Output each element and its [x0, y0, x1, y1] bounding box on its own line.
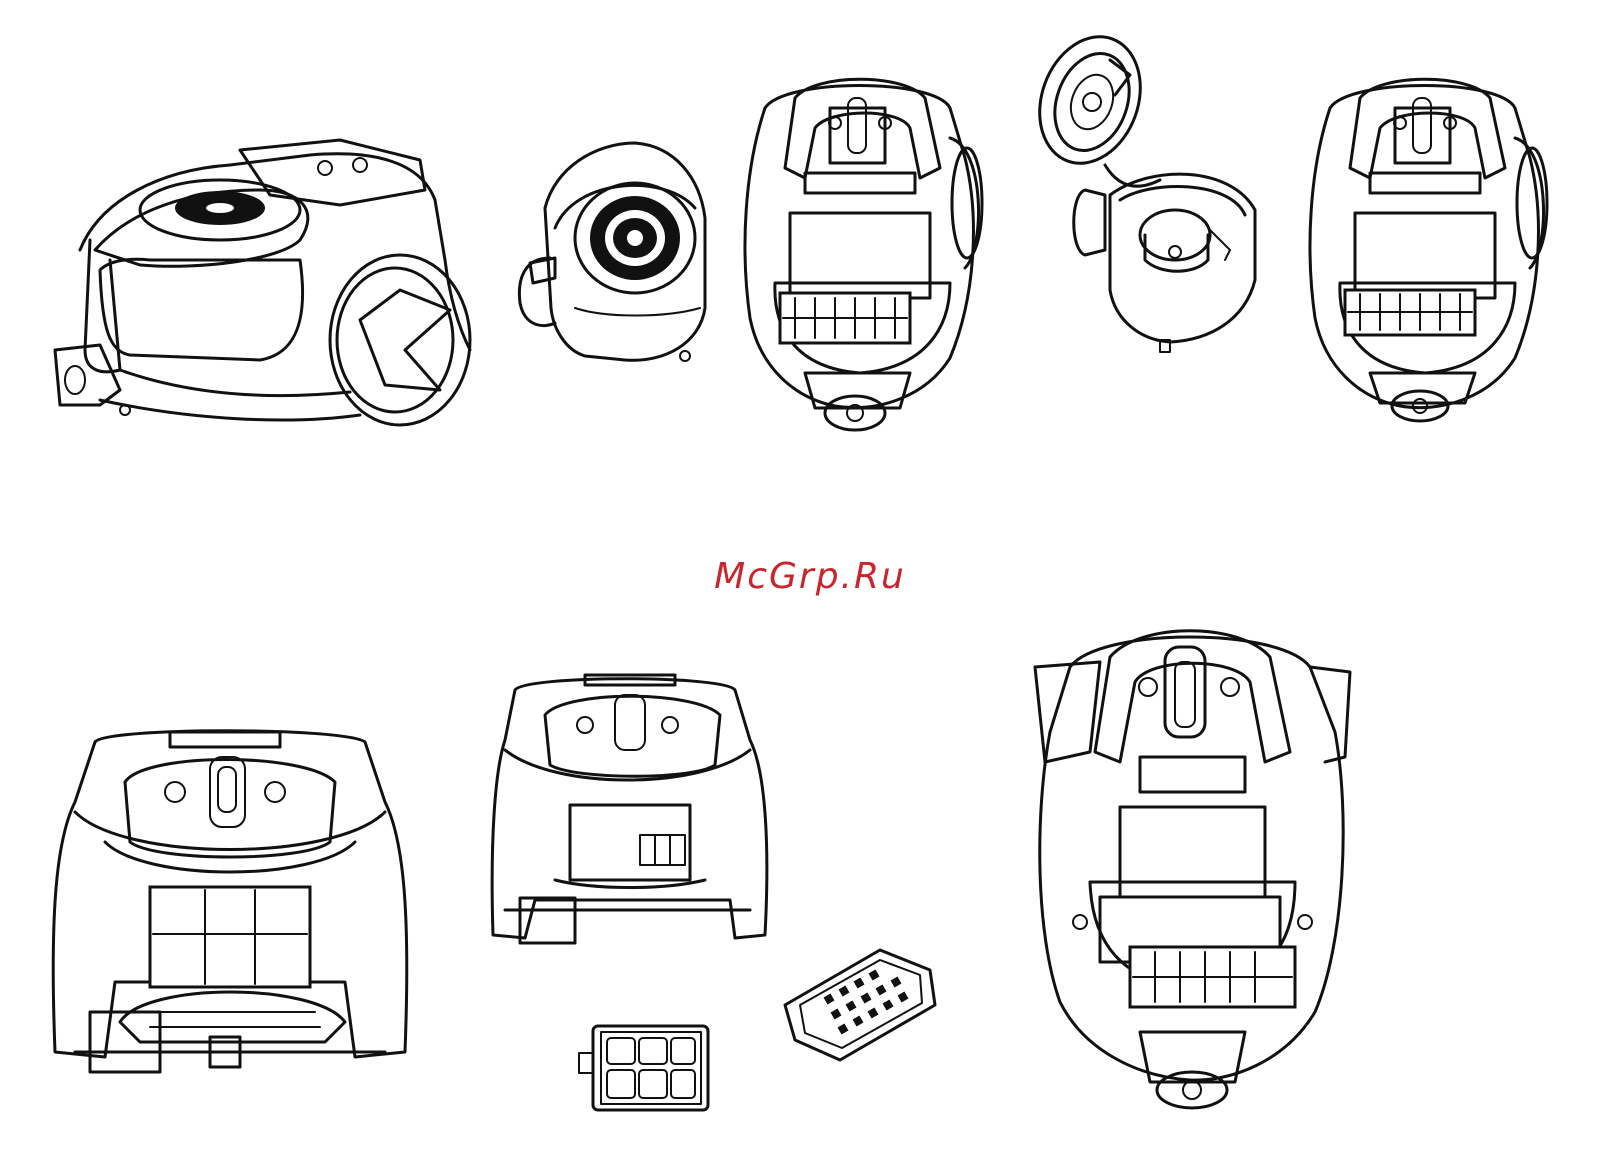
vacuum-body-filter-tray-open [1030, 612, 1355, 1114]
vacuum-front-filter-removed [485, 670, 775, 948]
dust-container-detached [515, 138, 715, 370]
exhaust-filter-cartridge [575, 1018, 720, 1118]
dust-container-lid-open [1030, 20, 1270, 365]
watermark-text: McGrp.Ru [700, 556, 920, 597]
exhaust-filter-grille [780, 945, 945, 1065]
vacuum-cleaner-side-view [40, 130, 490, 440]
vacuum-body-open-top-view [735, 68, 985, 433]
vacuum-body-open-top-view-2 [1300, 68, 1550, 428]
vacuum-front-filter-cover-open [45, 722, 415, 1082]
